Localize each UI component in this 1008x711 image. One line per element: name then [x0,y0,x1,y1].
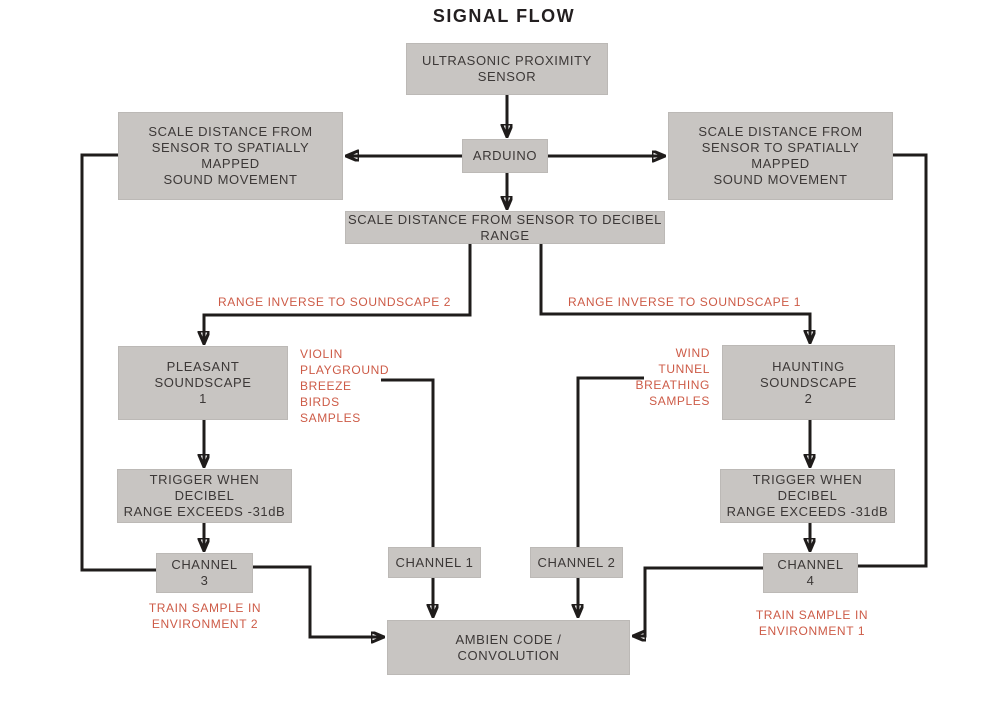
node-channel-2: CHANNEL 2 [530,547,623,578]
label-samples-haunting: WIND TUNNEL BREATHING SAMPLES [635,346,710,408]
label-range-inverse-soundscape-2: RANGE INVERSE TO SOUNDSCAPE 2 [218,295,452,309]
node-haunting-soundscape-2: HAUNTING SOUNDSCAPE 2 [722,345,895,420]
label-train-sample-environment-1: TRAIN SAMPLE IN ENVIRONMENT 1 [755,608,869,638]
node-channel-3: CHANNEL 3 [156,553,253,593]
node-channel-4: CHANNEL 4 [763,553,858,593]
label-train-sample-environment-2: TRAIN SAMPLE IN ENVIRONMENT 2 [148,601,262,631]
node-channel-1: CHANNEL 1 [388,547,481,578]
node-scale-spatial-left: SCALE DISTANCE FROM SENSOR TO SPATIALLY … [118,112,343,200]
node-scale-decibel-range: SCALE DISTANCE FROM SENSOR TO DECIBEL RA… [345,211,665,244]
label-range-inverse-soundscape-1: RANGE INVERSE TO SOUNDSCAPE 1 [568,295,802,309]
node-ultrasonic-proximity-sensor: ULTRASONIC PROXIMITY SENSOR [406,43,608,95]
node-trigger-decibel-left: TRIGGER WHEN DECIBEL RANGE EXCEEDS -31dB [117,469,292,523]
node-scale-spatial-right: SCALE DISTANCE FROM SENSOR TO SPATIALLY … [668,112,893,200]
diagram-title: SIGNAL FLOW [432,6,576,26]
label-samples-pleasant: VIOLIN PLAYGROUND BREEZE BIRDS SAMPLES [300,347,390,425]
node-arduino: ARDUINO [462,139,548,173]
node-ambien-code-convolution: AMBIEN CODE / CONVOLUTION [387,620,630,675]
node-trigger-decibel-right: TRIGGER WHEN DECIBEL RANGE EXCEEDS -31dB [720,469,895,523]
node-pleasant-soundscape-1: PLEASANT SOUNDSCAPE 1 [118,346,288,420]
